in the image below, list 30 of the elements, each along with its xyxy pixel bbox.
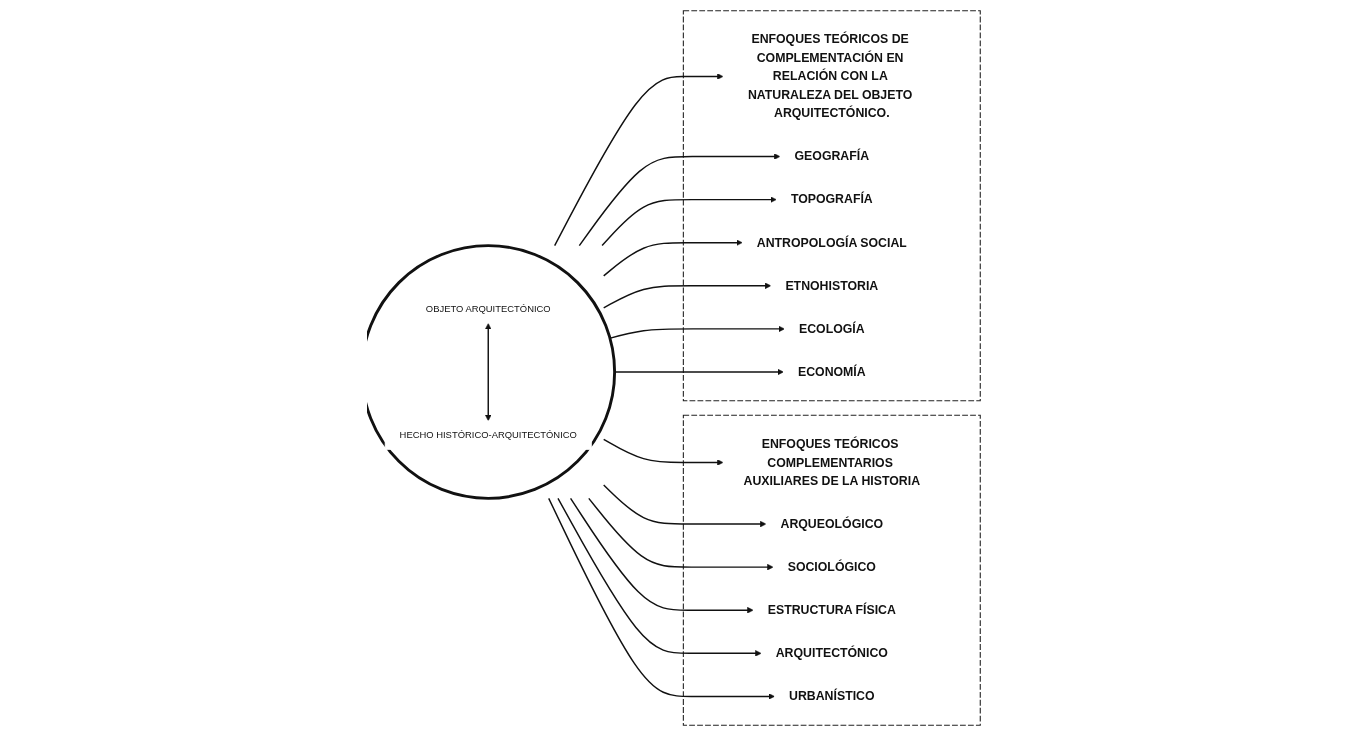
- arrow: [602, 239, 743, 277]
- arrow: [602, 438, 724, 466]
- arrow: [557, 497, 762, 657]
- node-text: ENFOQUES TEÓRICOS DE COMPLEMENTACIÓN EN RELACIÓN CON LA NATURALEZA DEL OBJETO ARQUITECTÓNICO.: [747, 32, 913, 121]
- node-text: OBJETO ARQUITECTÓNICO: [425, 303, 551, 315]
- arrow: [578, 153, 781, 247]
- arrow: [485, 323, 492, 422]
- cluster: [682, 414, 981, 726]
- node-text: GEOGRAFÍA: [794, 149, 870, 164]
- node-text: TOPOGRAFÍA: [790, 192, 873, 207]
- node-text: URBANÍSTICO: [789, 689, 875, 704]
- arrow: [602, 282, 772, 309]
- node-text: ENFOQUES TEÓRICOS COMPLEMENTARIOS AUXILIARES DE LA HISTORIA: [743, 436, 921, 488]
- arrow: [547, 497, 775, 700]
- arrow: [569, 497, 754, 614]
- node-text: ETNOHISTORIA: [785, 278, 879, 293]
- node-text: ARQUEOLÓGICO: [780, 516, 884, 531]
- cluster: [366, 244, 617, 500]
- node-text: HECHO HISTÓRICO-ARQUITECTÓNICO: [399, 429, 577, 441]
- cluster: [682, 10, 981, 402]
- node-text: ARQUITECTÓNICO: [775, 646, 888, 661]
- node-text: ANTROPOLOGÍA SOCIAL: [756, 235, 907, 250]
- arrow: [553, 73, 724, 247]
- node-text: SOCIOLÓGICO: [787, 560, 876, 574]
- node-text: ESTRUCTURA FÍSICA: [767, 603, 896, 617]
- node-text: ECONOMÍA: [797, 364, 866, 379]
- arrow: [588, 497, 774, 571]
- node-text: ECOLOGÍA: [798, 321, 865, 336]
- arrow: [601, 196, 777, 247]
- arrow: [602, 484, 767, 528]
